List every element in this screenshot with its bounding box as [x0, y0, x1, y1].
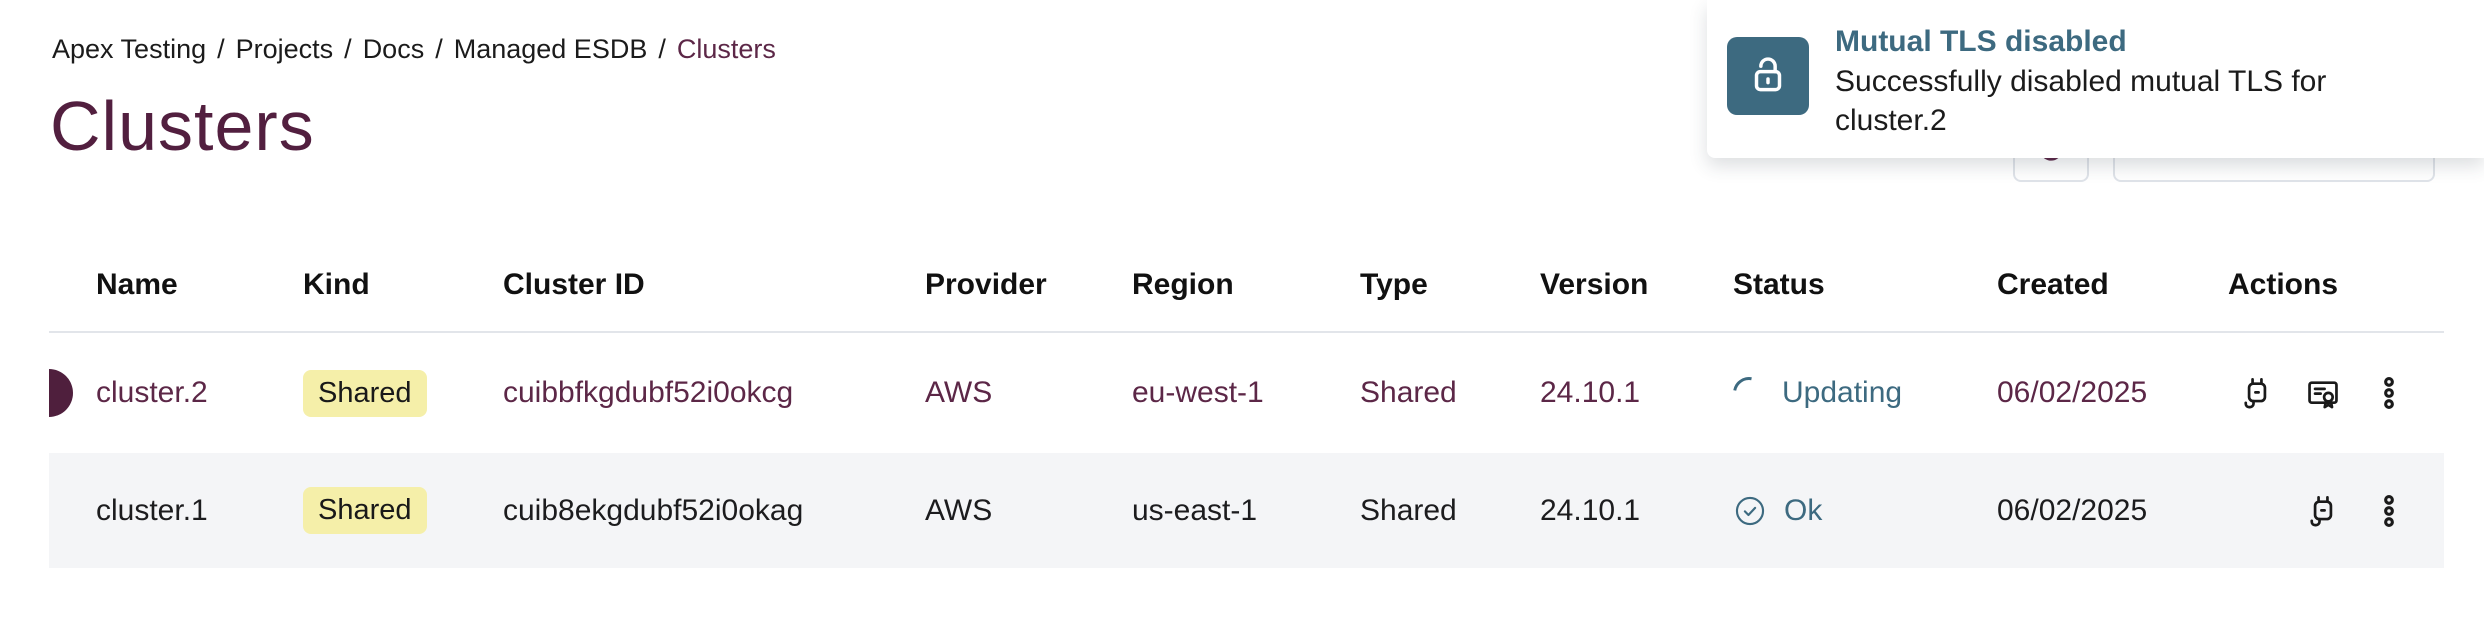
cell-version: 24.10.1	[1540, 376, 1641, 409]
toast-icon-box	[1727, 37, 1809, 115]
cell-created: 06/02/2025	[1997, 376, 2148, 409]
toast-text: Mutual TLS disabled Successfully disable…	[1835, 20, 2410, 140]
breadcrumb-separator: /	[435, 34, 443, 64]
column-header-region: Region	[1132, 267, 1234, 301]
status-label: Updating	[1782, 376, 1903, 409]
breadcrumb-separator: /	[344, 34, 352, 64]
cell-cluster-id: cuibbfkgdubf52i0okcg	[503, 376, 794, 409]
kind-badge: Shared	[303, 487, 427, 534]
breadcrumb-item-projects[interactable]: Projects	[235, 34, 334, 64]
breadcrumb-item-managed-esdb[interactable]: Managed ESDB	[453, 34, 648, 64]
cell-provider: AWS	[925, 376, 993, 409]
cell-provider: AWS	[925, 493, 993, 527]
table-row-cluster-1[interactable]: cluster.1 Shared cuib8ekgdubf52i0okag AW…	[49, 453, 2444, 568]
cell-type: Shared	[1360, 493, 1457, 527]
certificate-icon	[2304, 374, 2342, 412]
connect-button[interactable]	[2238, 374, 2276, 412]
row-menu-button[interactable]	[2370, 492, 2408, 530]
row-menu-button[interactable]	[2370, 374, 2408, 412]
clusters-table: Name Kind Cluster ID Provider Region Typ…	[49, 238, 2444, 568]
plug-icon	[2238, 374, 2276, 412]
cell-region: us-east-1	[1132, 493, 1258, 527]
column-header-status: Status	[1733, 267, 1825, 301]
cell-status: Updating	[1726, 370, 1997, 416]
breadcrumb-item-apex-testing[interactable]: Apex Testing	[52, 34, 207, 64]
cell-name[interactable]: cluster.1	[96, 493, 208, 527]
breadcrumb-separator: /	[217, 34, 225, 64]
cell-created: 06/02/2025	[1997, 493, 2148, 527]
plug-icon	[2304, 492, 2342, 530]
kebab-menu-icon	[2370, 492, 2408, 530]
column-header-type: Type	[1360, 267, 1428, 301]
page-title: Clusters	[50, 87, 315, 165]
connect-button[interactable]	[2304, 492, 2342, 530]
column-header-kind: Kind	[303, 267, 370, 301]
cell-kind: Shared	[303, 369, 503, 417]
breadcrumb-separator: /	[658, 34, 666, 64]
column-header-actions: Actions	[2228, 267, 2339, 301]
cell-status: Ok	[1733, 494, 1997, 528]
cell-cluster-id: cuib8ekgdubf52i0okag	[503, 493, 804, 527]
cell-kind: Shared	[303, 487, 503, 534]
check-circle-icon	[1733, 494, 1767, 528]
cell-region: eu-west-1	[1132, 376, 1264, 409]
cell-actions	[2228, 374, 2444, 412]
breadcrumb-current-clusters: Clusters	[676, 34, 776, 64]
breadcrumb-item-docs[interactable]: Docs	[362, 34, 425, 64]
toast-title: Mutual TLS disabled	[1835, 25, 2127, 58]
status-label: Ok	[1784, 493, 1823, 527]
column-header-version: Version	[1540, 267, 1649, 301]
cell-actions	[2228, 492, 2444, 530]
cell-version: 24.10.1	[1540, 493, 1641, 527]
breadcrumb: Apex Testing / Projects / Docs / Managed…	[52, 34, 776, 65]
table-header-row: Name Kind Cluster ID Provider Region Typ…	[49, 238, 2444, 333]
cell-type: Shared	[1360, 376, 1457, 409]
unlock-icon	[1742, 48, 1794, 105]
column-header-name: Name	[96, 267, 178, 301]
toast-notification: Mutual TLS disabled Successfully disable…	[1707, 0, 2484, 158]
toast-message: Successfully disabled mutual TLS for clu…	[1835, 65, 2327, 137]
row-update-marker	[49, 369, 73, 417]
column-header-created: Created	[1997, 267, 2109, 301]
column-header-cluster-id: Cluster ID	[503, 267, 645, 301]
certificate-button[interactable]	[2304, 374, 2342, 412]
kebab-menu-icon	[2370, 374, 2408, 412]
spinner-icon	[1726, 370, 1772, 416]
column-header-provider: Provider	[925, 267, 1047, 301]
table-row-cluster-2[interactable]: cluster.2 Shared cuibbfkgdubf52i0okcg AW…	[49, 333, 2444, 453]
kind-badge: Shared	[303, 369, 427, 417]
cell-name[interactable]: cluster.2	[96, 376, 208, 409]
